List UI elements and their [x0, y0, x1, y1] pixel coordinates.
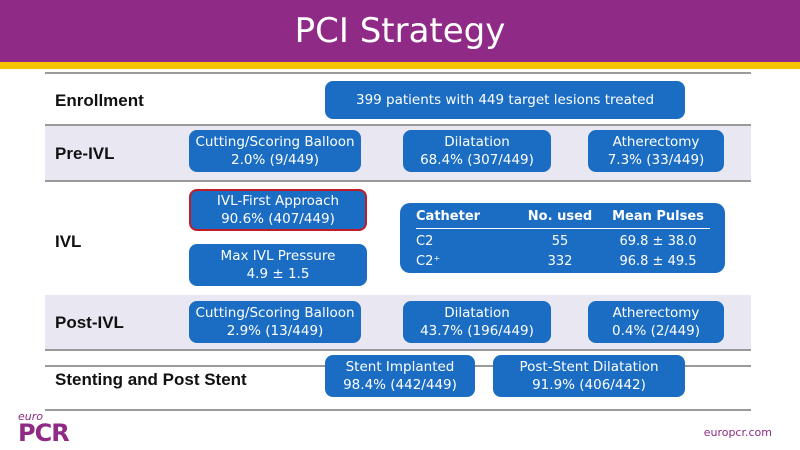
header-stripe [0, 62, 800, 69]
table-row: C2 55 69.8 ± 38.0 [416, 229, 710, 249]
enrollment-text: 399 patients with 449 target lesions tre… [355, 92, 655, 108]
ivl-first-approach-value: 90.6% (407/449) [221, 211, 335, 227]
ivl-first-approach-box: IVL-First Approach 90.6% (407/449) [189, 189, 367, 231]
pre-ivl-atherectomy-value: 7.3% (33/449) [607, 152, 705, 168]
row-label-post-ivl: Post-IVL [55, 313, 124, 332]
post-ivl-cutting-box: Cutting/Scoring Balloon 2.9% (13/449) [189, 301, 361, 343]
max-ivl-pressure-value: 4.9 ± 1.5 [246, 266, 310, 282]
post-ivl-dilatation-value: 43.7% (196/449) [420, 323, 534, 339]
row-label-pre-ivl: Pre-IVL [55, 144, 115, 163]
max-ivl-pressure-box: Max IVL Pressure 4.9 ± 1.5 [189, 244, 367, 286]
pre-ivl-cutting-box: Cutting/Scoring Balloon 2.0% (9/449) [189, 130, 361, 172]
catheter-header: Catheter [416, 209, 514, 229]
post-stent-dilatation-value: 91.9% (406/442) [532, 377, 646, 393]
stent-implanted-title: Stent Implanted [345, 359, 455, 375]
enrollment-box: 399 patients with 449 target lesions tre… [325, 81, 685, 119]
catheter-table-header: Catheter No. used Mean Pulses [416, 209, 710, 229]
catheter-cell: C2 [416, 234, 434, 249]
pre-ivl-dilatation-value: 68.4% (307/449) [420, 152, 534, 168]
europcr-logo: euro PCR [18, 410, 70, 447]
row-label-stenting: Stenting and Post Stent [55, 370, 247, 389]
catheter-table: Catheter No. used Mean Pulses C2 55 69.8… [416, 209, 710, 269]
stent-implanted-box: Stent Implanted 98.4% (442/449) [325, 355, 475, 397]
row-pre-ivl: Pre-IVL Cutting/Scoring Balloon 2.0% (9/… [45, 126, 751, 182]
logo-euro-text: euro [18, 410, 43, 423]
ivl-first-approach-title: IVL-First Approach [216, 193, 340, 209]
no-used-header: No. used [514, 209, 606, 229]
no-used-cell: 332 [547, 254, 573, 269]
page-title: PCI Strategy [294, 11, 506, 51]
max-ivl-pressure-title: Max IVL Pressure [220, 248, 336, 264]
no-used-cell: 55 [551, 234, 569, 249]
pre-ivl-dilatation-box: Dilatation 68.4% (307/449) [403, 130, 551, 172]
row-stenting: Stenting and Post Stent Stent Implanted … [45, 351, 751, 411]
title-banner: PCI Strategy [0, 0, 800, 62]
post-ivl-atherectomy-title: Atherectomy [612, 305, 700, 321]
row-ivl: IVL IVL-First Approach 90.6% (407/449) M… [45, 182, 751, 367]
pre-ivl-cutting-value: 2.0% (9/449) [230, 152, 320, 168]
row-label-enrollment: Enrollment [55, 91, 144, 110]
row-label-ivl: IVL [55, 232, 82, 251]
pre-ivl-atherectomy-title: Atherectomy [612, 134, 700, 150]
table-row: C2⁺ 332 96.8 ± 49.5 [416, 249, 710, 269]
site-url: europcr.com [703, 426, 772, 439]
catheter-table-box: Catheter No. used Mean Pulses C2 55 69.8… [400, 203, 725, 273]
pre-ivl-dilatation-title: Dilatation [444, 134, 510, 150]
post-stent-dilatation-box: Post-Stent Dilatation 91.9% (406/442) [493, 355, 685, 397]
post-ivl-dilatation-title: Dilatation [444, 305, 510, 321]
post-ivl-cutting-title: Cutting/Scoring Balloon [195, 305, 355, 321]
pre-ivl-cutting-title: Cutting/Scoring Balloon [195, 134, 355, 150]
stent-implanted-value: 98.4% (442/449) [343, 377, 457, 393]
catheter-cell: C2⁺ [416, 254, 441, 269]
logo-pcr-text: PCR [18, 419, 70, 447]
post-ivl-atherectomy-box: Atherectomy 0.4% (2/449) [588, 301, 724, 343]
post-ivl-atherectomy-value: 0.4% (2/449) [611, 323, 701, 339]
post-ivl-cutting-value: 2.9% (13/449) [226, 323, 324, 339]
row-post-ivl: Post-IVL Cutting/Scoring Balloon 2.9% (1… [45, 295, 751, 351]
mean-pulses-cell: 69.8 ± 38.0 [619, 234, 697, 249]
post-stent-dilatation-title: Post-Stent Dilatation [519, 359, 659, 375]
row-enrollment: Enrollment 399 patients with 449 target … [45, 72, 751, 126]
pre-ivl-atherectomy-box: Atherectomy 7.3% (33/449) [588, 130, 724, 172]
mean-pulses-cell: 96.8 ± 49.5 [619, 254, 697, 269]
mean-pulses-header: Mean Pulses [606, 209, 710, 229]
post-ivl-dilatation-box: Dilatation 43.7% (196/449) [403, 301, 551, 343]
